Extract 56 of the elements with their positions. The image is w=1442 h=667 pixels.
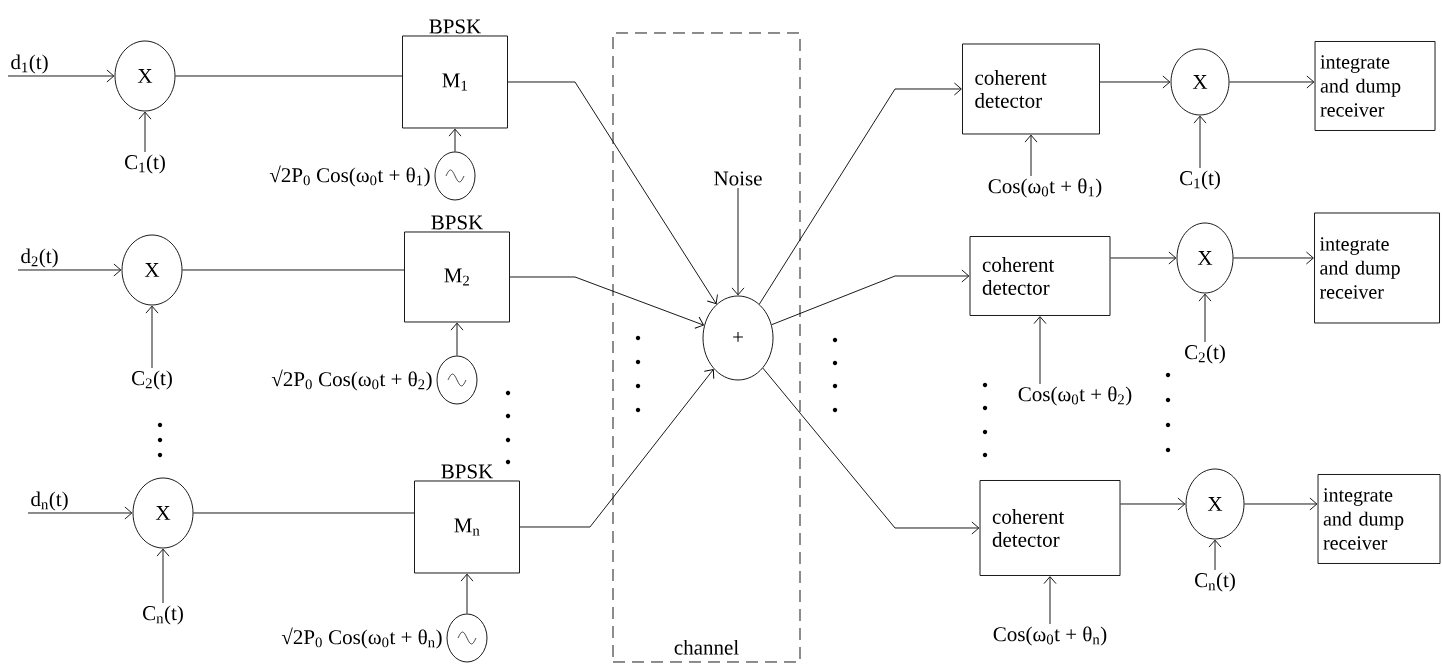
arrow (1233, 251, 1314, 265)
signal-label: C$_{2}$(t) (1185, 344, 1225, 364)
signal-label: d$_{n}$(t) (31, 491, 68, 511)
detector-box: coherent detector (969, 236, 1111, 316)
signal-label: Cos(ω$_{0}$t + θ$_{n}$) (993, 626, 1107, 646)
arrow (771, 269, 970, 326)
signal-label: Cos(ω$_{0}$t + θ$_{1}$) (988, 178, 1102, 198)
arrow (507, 81, 718, 305)
arrow (509, 276, 704, 329)
node-label: BPSK (441, 464, 494, 479)
arrow (1229, 75, 1315, 89)
receiver-box: integrate and dump receiver (1314, 212, 1440, 324)
signal-label: √2P$_{0}$ Cos(ω$_{0}$t + θ$_{2}$) (271, 369, 432, 391)
signal-label: √2P$_{0}$ Cos(ω$_{0}$t + θ$_{1}$) (269, 165, 430, 187)
arrow (1110, 251, 1177, 265)
arrow (1120, 497, 1186, 511)
arrow (7, 69, 115, 83)
node-label: BPSK (429, 19, 482, 34)
signal-label: d$_{1}$(t) (11, 54, 48, 74)
signal-label: Cos(ω$_{0}$t + θ$_{2}$) (1018, 386, 1132, 406)
modulator-box: BPSK M$_{2}$ (404, 215, 510, 323)
arrow (1193, 115, 1207, 169)
receiver-box: integrate and dump receiver (1317, 474, 1441, 564)
signal-label: C$_{1}$(t) (1180, 170, 1220, 190)
arrow (1198, 293, 1212, 343)
signal-label: d$_{2}$(t) (21, 248, 58, 268)
arrow (762, 367, 980, 535)
arrow (156, 548, 170, 604)
arrow (448, 128, 462, 152)
arrow (758, 82, 962, 305)
arrow (1099, 75, 1171, 89)
arrow (1033, 316, 1047, 385)
arrow (1024, 134, 1038, 177)
arrow (17, 263, 122, 277)
arrow (138, 111, 152, 153)
arrow (145, 305, 159, 369)
signal-label: C$_{2}$(t) (132, 370, 172, 390)
receiver-box: integrate and dump receiver (1314, 41, 1436, 131)
arrow (519, 369, 715, 528)
detector-box: coherent detector (979, 480, 1121, 576)
arrow (450, 322, 464, 356)
arrow (1043, 576, 1057, 625)
signal-label: Noise (714, 171, 762, 186)
arrow (731, 187, 745, 296)
modulator-box: BPSK M$_{n}$ (414, 464, 520, 574)
signal-label: C$_{1}$(t) (125, 154, 165, 174)
node-label: BPSK (431, 215, 484, 230)
signal-label: √2P$_{0}$ Cos(ω$_{0}$t + θ$_{n}$) (281, 627, 442, 649)
arrow (1244, 497, 1318, 511)
arrow (27, 506, 133, 520)
arrow (1208, 539, 1222, 571)
detector-box: coherent detector (962, 43, 1100, 135)
signal-label: C$_{n}$(t) (1195, 572, 1235, 592)
modulator-box: BPSK M$_{1}$ (402, 19, 508, 129)
signal-label: C$_{n}$(t) (143, 605, 183, 625)
arrow (460, 573, 474, 614)
